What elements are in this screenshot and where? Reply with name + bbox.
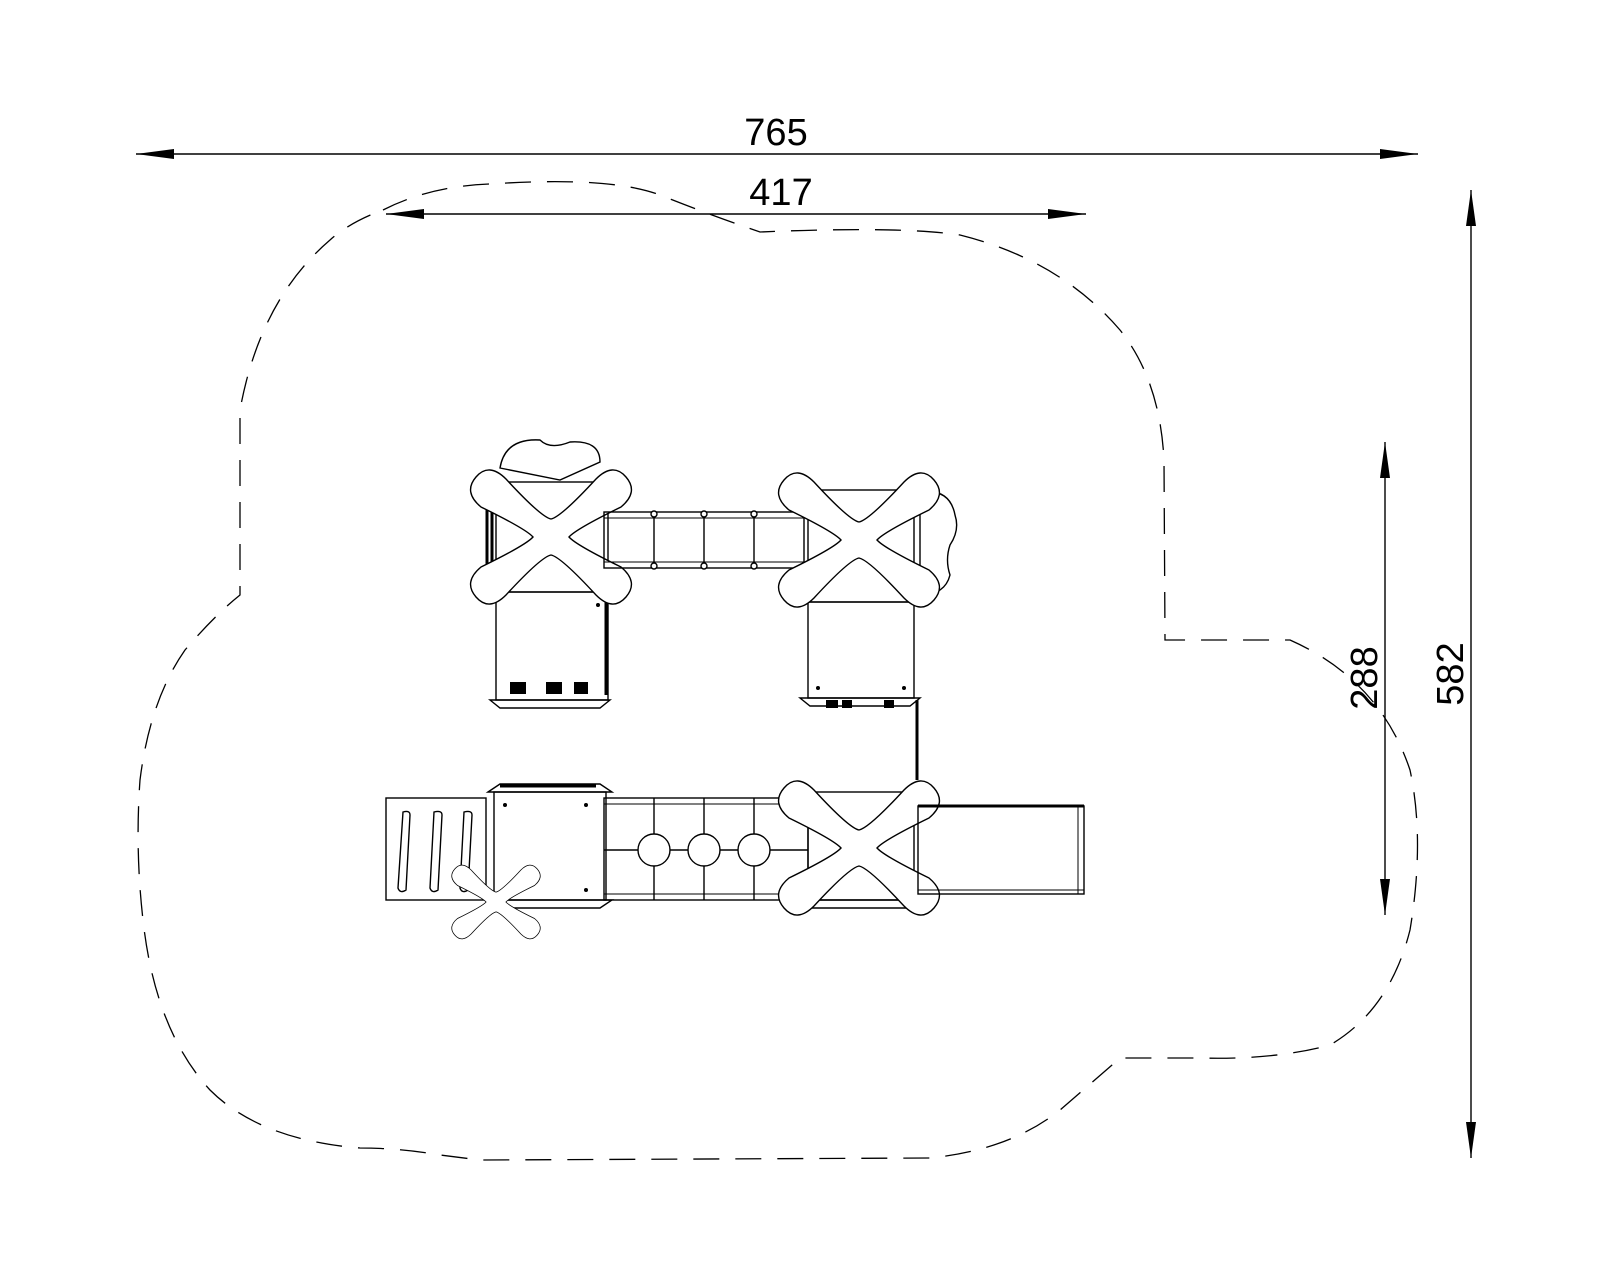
- dimension-overall-depth: 582: [1430, 190, 1476, 1158]
- tower-top-right: [777, 472, 958, 708]
- dimension-structure-width: 417: [386, 172, 1086, 219]
- play-structure: [385, 439, 1085, 940]
- ring-bridge-bottom: [603, 797, 809, 901]
- ladder-bridge-top: [603, 510, 805, 570]
- safety-zone-outline: [137, 180, 1419, 1161]
- dimension-label-765: 765: [744, 112, 807, 154]
- dimension-label-582: 582: [1430, 642, 1472, 705]
- dimension-structure-depth: 288: [1344, 442, 1390, 915]
- tower-top-left: [469, 439, 633, 709]
- dimension-label-417: 417: [749, 172, 812, 214]
- slide: [917, 804, 1085, 895]
- dimension-overall-width: 765: [136, 112, 1418, 159]
- tower-bottom-left: [451, 783, 615, 940]
- dimension-label-288: 288: [1344, 646, 1386, 709]
- tower-bottom-right: [777, 780, 941, 916]
